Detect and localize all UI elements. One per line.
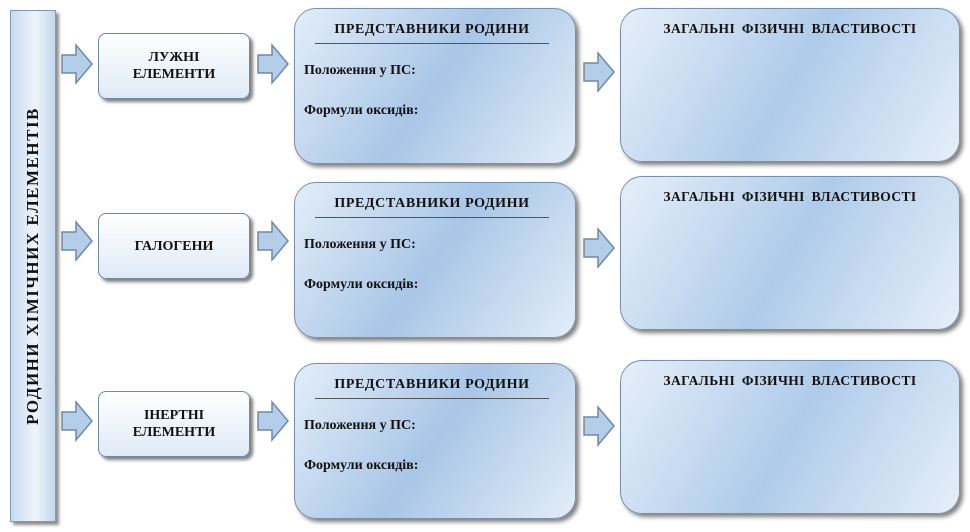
representatives-title: ПРЕДСТАВНИКИ РОДИНИ (315, 377, 549, 399)
properties-title: ЗАГАЛЬНІ ФІЗИЧНІ ВЛАСТИВОСТІ (663, 21, 917, 36)
oxides-label: Формули оксидів: (304, 103, 419, 118)
properties-title: ЗАГАЛЬНІ ФІЗИЧНІ ВЛАСТИВОСТІ (663, 373, 917, 388)
arrow-right-icon (61, 42, 93, 86)
properties-box: ЗАГАЛЬНІ ФІЗИЧНІ ВЛАСТИВОСТІ (620, 8, 960, 162)
oxides-label: Формули оксидів: (304, 458, 419, 473)
position-label: Положення у ПС: (304, 237, 416, 252)
oxides-label: Формули оксидів: (304, 277, 419, 292)
position-label: Положення у ПС: (304, 63, 416, 78)
arrow-right-icon (257, 399, 289, 443)
arrow-right-icon (257, 42, 289, 86)
family-label: ЛУЖНІ ЕЛЕМЕНТИ (132, 50, 216, 82)
family-box-inert: ІНЕРТНІ ЕЛЕМЕНТИ (98, 391, 250, 457)
representatives-box: ПРЕДСТАВНИКИ РОДИНИ Положення у ПС: Форм… (294, 8, 576, 164)
arrow-right-icon (583, 404, 615, 448)
family-label: ІНЕРТНІ ЕЛЕМЕНТИ (132, 408, 216, 440)
properties-title: ЗАГАЛЬНІ ФІЗИЧНІ ВЛАСТИВОСТІ (663, 189, 917, 204)
representatives-box: ПРЕДСТАВНИКИ РОДИНИ Положення у ПС: Форм… (294, 363, 576, 519)
representatives-title: ПРЕДСТАВНИКИ РОДИНИ (315, 196, 549, 218)
family-box-alkali: ЛУЖНІ ЕЛЕМЕНТИ (98, 33, 250, 99)
arrow-right-icon (583, 226, 615, 270)
arrow-right-icon (61, 219, 93, 263)
family-label: ГАЛОГЕНИ (134, 238, 214, 254)
family-box-halogens: ГАЛОГЕНИ (98, 213, 250, 279)
representatives-box: ПРЕДСТАВНИКИ РОДИНИ Положення у ПС: Форм… (294, 182, 576, 338)
sidebar-families: РОДИНИ ХІМІЧНИХ ЕЛЕМЕНТІВ (10, 10, 56, 522)
arrow-right-icon (583, 50, 615, 94)
sidebar-title: РОДИНИ ХІМІЧНИХ ЕЛЕМЕНТІВ (23, 107, 42, 425)
properties-box: ЗАГАЛЬНІ ФІЗИЧНІ ВЛАСТИВОСТІ (620, 176, 960, 330)
representatives-title: ПРЕДСТАВНИКИ РОДИНИ (315, 22, 549, 44)
position-label: Положення у ПС: (304, 418, 416, 433)
arrow-right-icon (257, 219, 289, 263)
arrow-right-icon (61, 399, 93, 443)
properties-box: ЗАГАЛЬНІ ФІЗИЧНІ ВЛАСТИВОСТІ (620, 360, 960, 514)
